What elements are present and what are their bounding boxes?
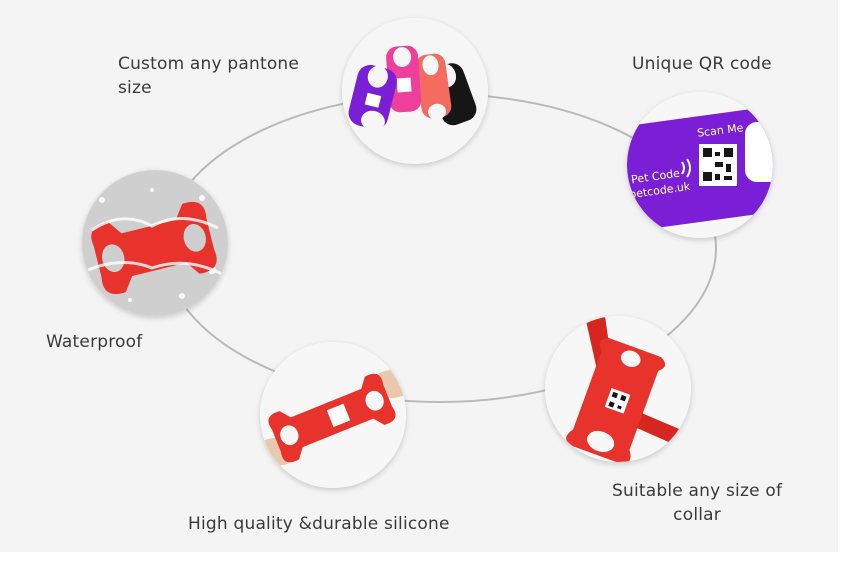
qr-tag-image — [627, 92, 773, 238]
custom-caption-line1: Custom any pantone — [118, 54, 300, 74]
qr-caption: Unique QR code — [632, 54, 772, 74]
collar-caption-line2: collar — [673, 505, 721, 525]
collar-photo — [545, 316, 691, 462]
splash-tag-image — [82, 170, 228, 316]
color-variants-photo — [342, 18, 488, 164]
collar-caption: Suitable any size of collar — [612, 479, 782, 527]
custom-caption: Custom any pantone size — [118, 52, 299, 100]
collar-caption-line1: Suitable any size of — [612, 481, 783, 501]
collar-tag-image — [545, 316, 691, 462]
colored-tags-image — [342, 18, 488, 164]
custom-caption-line2: size — [118, 78, 152, 98]
waterproof-caption: Waterproof — [46, 332, 143, 352]
waterproof-photo — [82, 170, 228, 316]
silicone-caption: High quality &durable silicone — [188, 514, 450, 534]
stretch-tag-image — [260, 342, 406, 488]
qr-code-photo: Scan Me Pet Code petcode.uk — [627, 92, 773, 238]
silicone-photo — [260, 342, 406, 488]
